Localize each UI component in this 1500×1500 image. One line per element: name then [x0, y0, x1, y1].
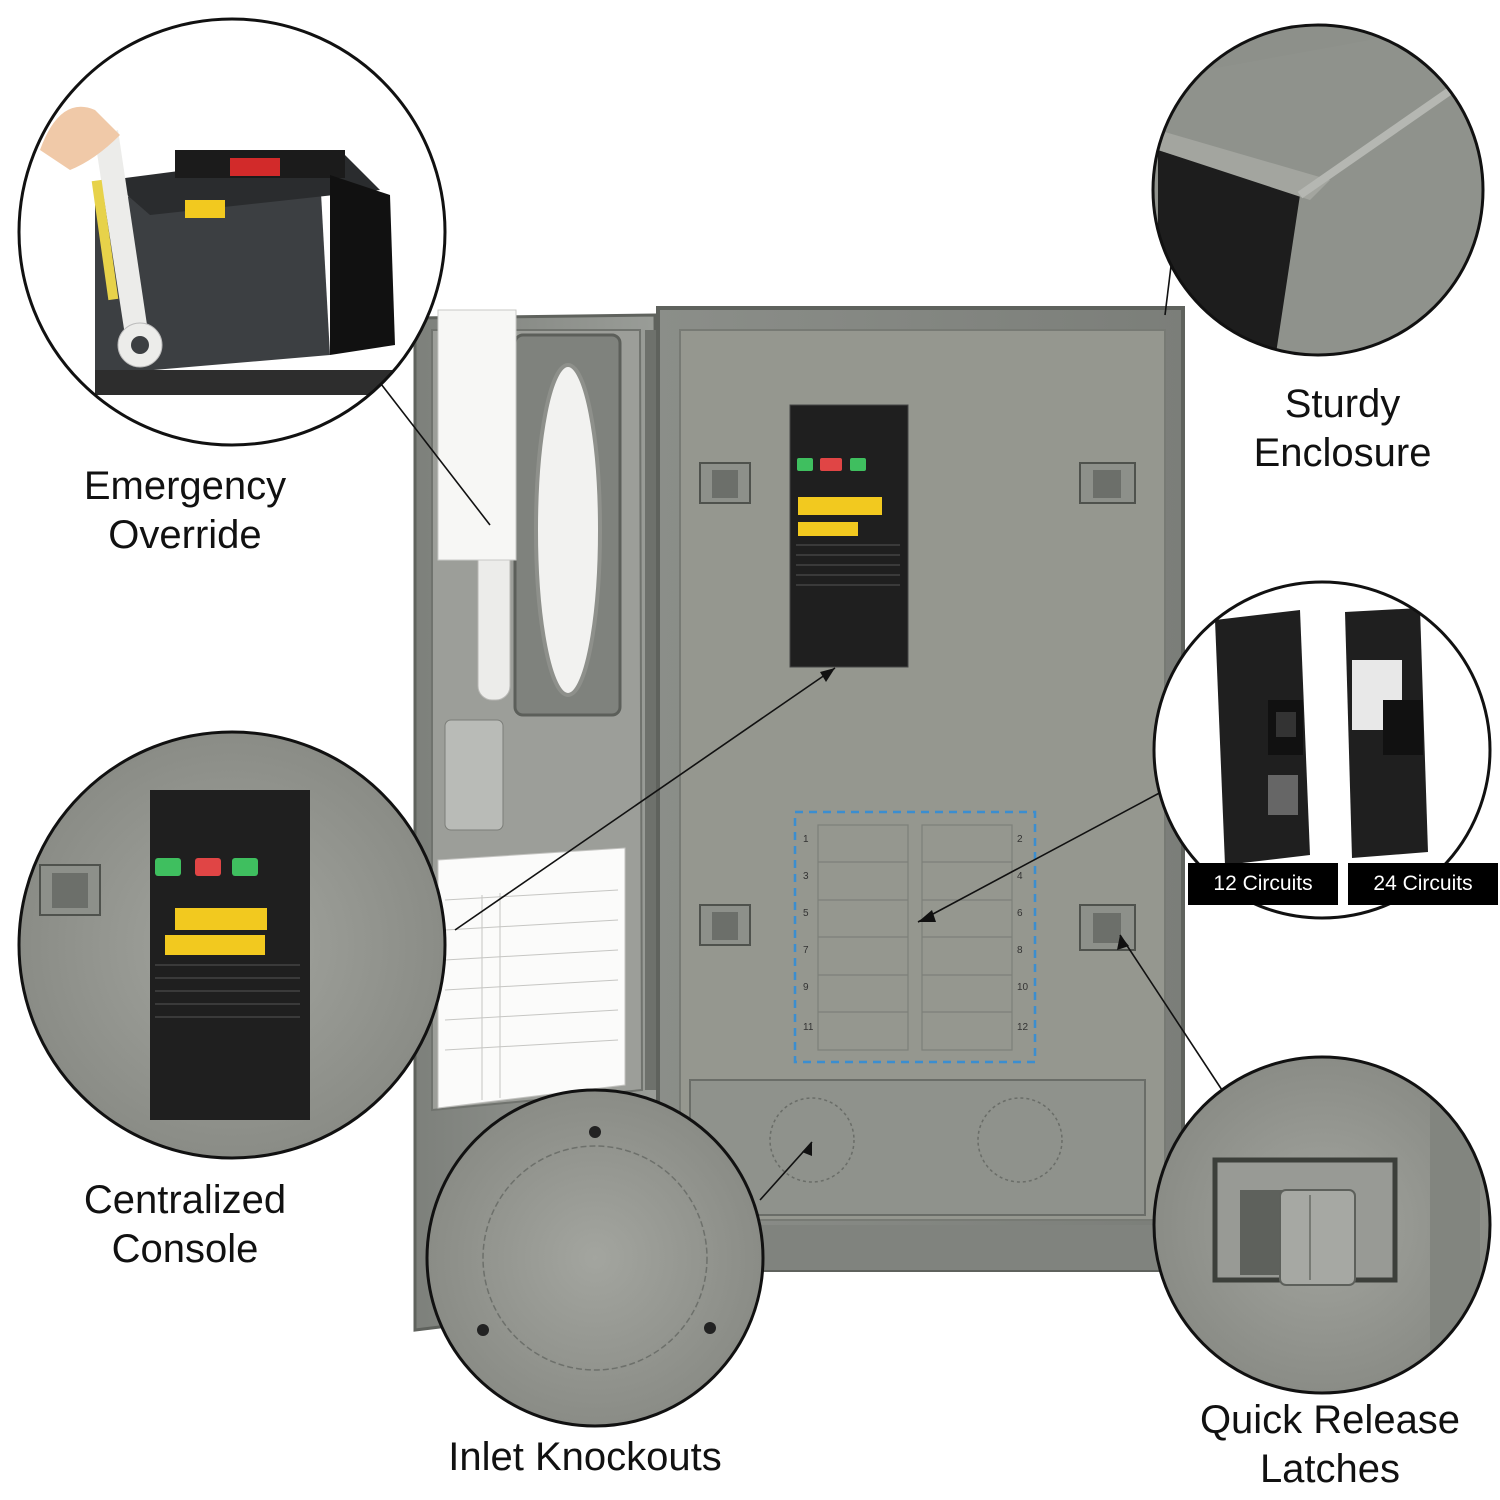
box-latches	[699, 462, 1136, 951]
detail-centralized-console	[17, 730, 447, 1160]
circuit-number: 2	[1017, 834, 1023, 845]
label-line: Sturdy	[1284, 382, 1401, 426]
label-line: Emergency	[83, 464, 287, 508]
detail-inlet-knockouts	[425, 1088, 765, 1428]
detail-breakers	[1152, 580, 1492, 920]
label-line: Enclosure	[1253, 431, 1432, 475]
label-line: Console	[111, 1227, 259, 1271]
circuit-number: 7	[803, 945, 809, 956]
knockout-plate	[689, 1079, 1146, 1216]
label-line: Centralized	[83, 1178, 287, 1222]
callout-lines	[377, 257, 1223, 1201]
label-line: Override	[108, 513, 262, 557]
circuit-number: 5	[803, 908, 809, 919]
knockout-left	[769, 1097, 855, 1183]
circuit-number: 9	[803, 982, 809, 993]
circuit-number: 3	[803, 871, 809, 882]
breaker-panel-outline	[793, 810, 1037, 1064]
label-line: Quick Release	[1199, 1398, 1461, 1442]
door-latch	[444, 719, 504, 831]
badge-24-circuits: 24 Circuits	[1348, 863, 1498, 905]
knockout-right	[977, 1097, 1063, 1183]
single-pole-breaker	[1215, 610, 1310, 865]
label-quick-release-latches: Quick Release Latches	[1170, 1396, 1490, 1494]
circuit-number: 8	[1017, 945, 1023, 956]
enclosure: 1 3 5 7 9 11 2 4 6 8 10 12	[413, 306, 1185, 1332]
circuit-directory-card	[437, 847, 626, 1109]
circuit-number: 4	[1017, 871, 1023, 882]
label-emergency-override: Emergency Override	[55, 462, 315, 560]
circuit-number: 12	[1017, 1022, 1029, 1033]
detail-sturdy-enclosure	[1151, 23, 1485, 357]
door-label-sticker	[437, 309, 517, 561]
circuit-number: 11	[803, 1022, 814, 1033]
detail-quick-release-latch	[1152, 1055, 1492, 1395]
label-centralized-console: Centralized Console	[55, 1176, 315, 1274]
badge-12-circuits: 12 Circuits	[1188, 863, 1338, 905]
tandem-breaker	[1345, 608, 1428, 858]
detail-emergency-override	[17, 17, 447, 447]
circuit-number: 6	[1017, 908, 1023, 919]
circuit-number: 10	[1017, 982, 1029, 993]
label-line: Latches	[1259, 1447, 1401, 1491]
label-sturdy-enclosure: Sturdy Enclosure	[1210, 380, 1475, 478]
door-window	[534, 363, 602, 697]
label-line: Inlet Knockouts	[448, 1435, 722, 1479]
control-console	[789, 404, 909, 668]
breaker-knockout-slots	[817, 824, 1013, 1051]
label-inlet-knockouts: Inlet Knockouts	[400, 1433, 770, 1482]
circuit-numbers: 1 3 5 7 9 11 2 4 6 8 10 12	[803, 834, 1029, 1033]
circuit-number: 1	[803, 834, 809, 845]
